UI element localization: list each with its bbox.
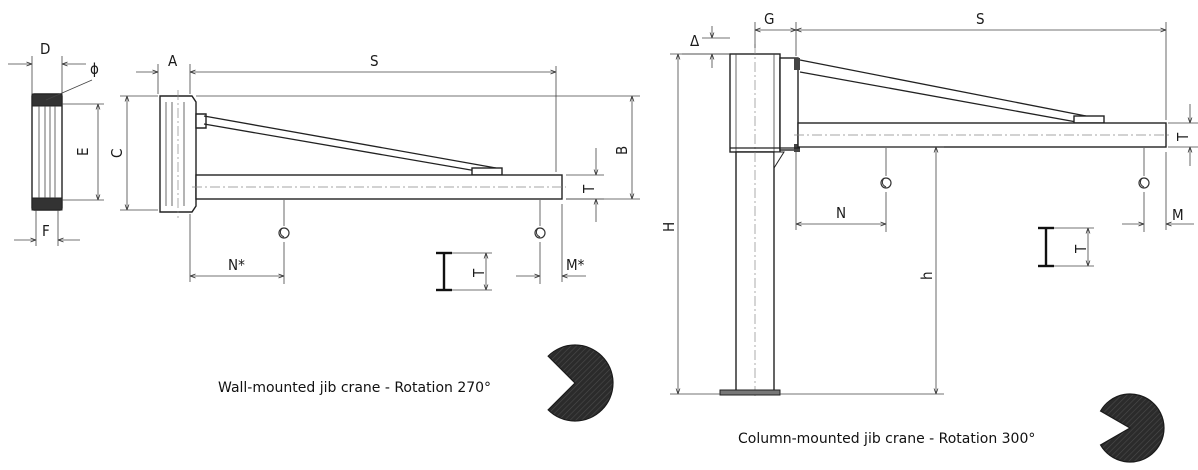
column-ibeam-profile: T: [1038, 226, 1094, 268]
dim-label-h-upper: H: [660, 222, 678, 232]
dim-label-d: D: [40, 40, 50, 58]
wall-crane-drawing: D ϕ E F C: [8, 40, 640, 422]
dim-label-t-wall: T: [580, 184, 598, 194]
column-dim-n: N: [795, 152, 886, 230]
column-hook-outer: [1138, 148, 1150, 232]
wall-bracket-side-view: D ϕ E F: [8, 40, 104, 246]
wall-crane-caption: Wall-mounted jib crane - Rotation 270°: [218, 380, 491, 396]
dim-label-b: B: [613, 146, 631, 155]
wall-dim-m: M*: [516, 204, 586, 282]
dim-label-g: G: [764, 10, 774, 28]
wall-hook-outer: [534, 200, 546, 284]
dim-label-s-column: S: [976, 10, 985, 28]
dim-label-n-wall: N*: [228, 256, 245, 274]
dim-label-a: A: [168, 52, 178, 70]
column-post: [719, 44, 785, 396]
wall-rotation-pie: [547, 344, 614, 422]
column-slewing-head: [730, 57, 800, 152]
dim-label-f: F: [42, 222, 50, 240]
wall-dim-c: C: [108, 95, 158, 211]
column-dim-t: T: [1168, 104, 1198, 166]
dim-label-t2-column: T: [1072, 244, 1090, 254]
dim-label-e: E: [74, 147, 92, 156]
wall-jib-arm: [192, 113, 566, 200]
dim-label-t-column: T: [1174, 132, 1192, 142]
dim-label-m-wall: M*: [566, 256, 585, 274]
wall-dim-t: T: [566, 148, 604, 222]
column-crane-drawing: Δ G S T H: [660, 10, 1198, 463]
dim-label-n-column: N: [836, 204, 846, 222]
dim-label-phi: ϕ: [90, 60, 99, 78]
dim-label-m-column: M: [1172, 206, 1184, 224]
wall-dim-a: A S: [136, 52, 557, 172]
column-dim-h-lower: h: [780, 146, 944, 395]
column-jib-arm: [794, 59, 1170, 148]
dim-label-delta: Δ: [690, 32, 700, 50]
dim-label-t2-wall: T: [470, 268, 488, 278]
column-dim-m: M: [1122, 152, 1194, 230]
dim-label-s-wall: S: [370, 52, 379, 70]
column-crane-caption: Column-mounted jib crane - Rotation 300°: [738, 431, 1035, 447]
column-dim-h: H: [660, 53, 730, 395]
dim-label-h-lower: h: [918, 271, 936, 280]
column-rotation-pie: [1099, 393, 1165, 463]
column-hook-inner: [880, 148, 892, 232]
wall-mount-plate: [159, 90, 197, 218]
dim-label-c: C: [108, 149, 126, 158]
column-dim-top: Δ G S: [682, 10, 1167, 120]
wall-dim-n: N*: [189, 214, 284, 282]
wall-hook-inner: [278, 200, 290, 284]
wall-ibeam-profile: T: [436, 251, 492, 292]
